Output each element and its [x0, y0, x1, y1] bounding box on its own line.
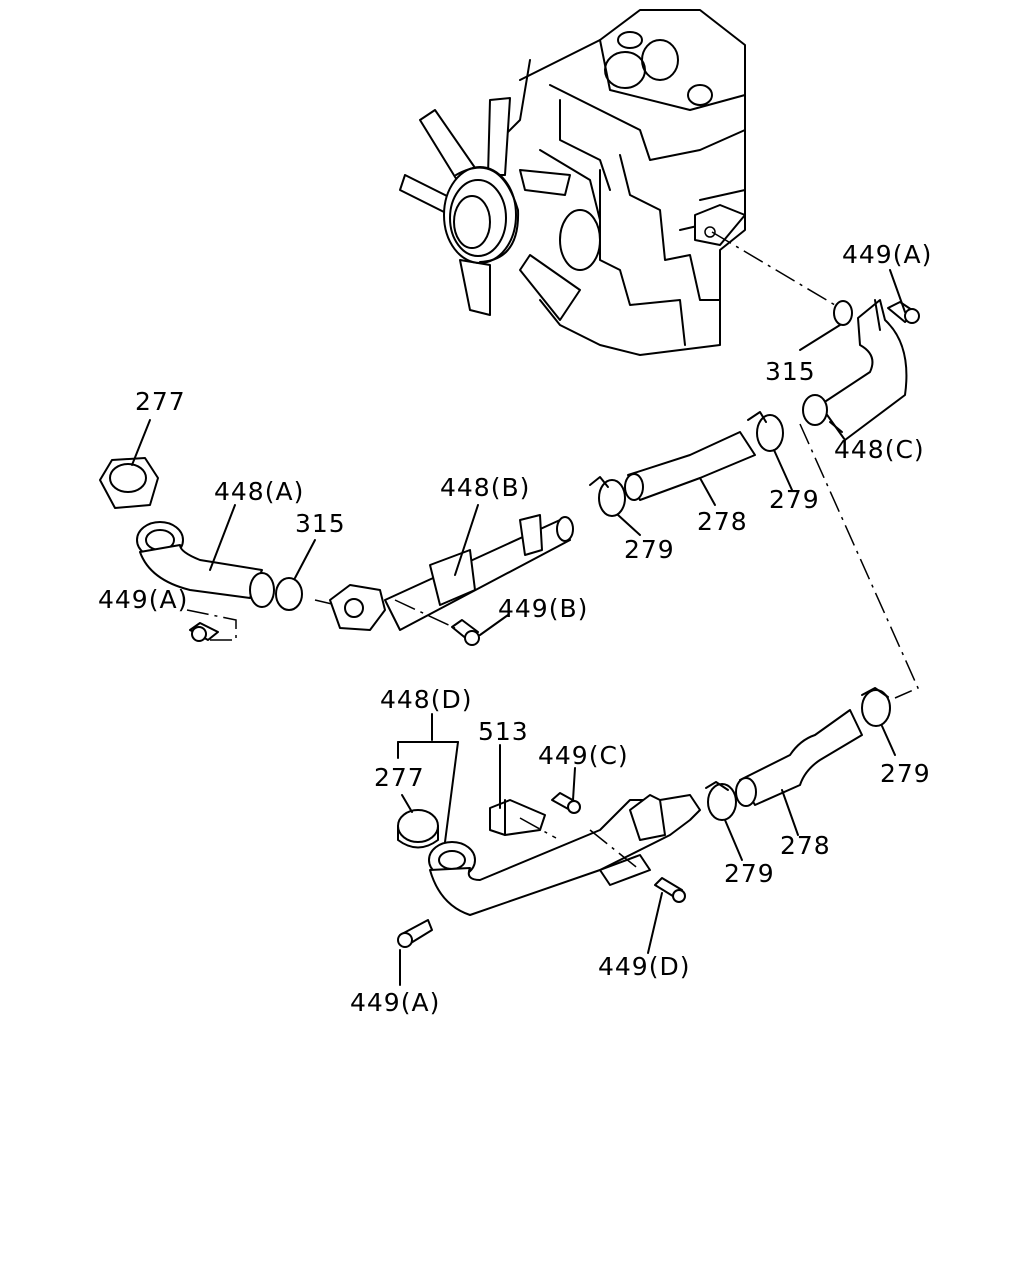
clamp-279-lower-right	[861, 687, 891, 727]
gasket-315-left	[275, 577, 303, 611]
label-279-upper-mid: 279	[624, 535, 675, 564]
label-449a-left: 449(A)	[98, 585, 188, 614]
label-513: 513	[478, 717, 529, 746]
label-448a: 448(A)	[214, 477, 304, 506]
label-449c: 449(C)	[538, 741, 629, 770]
label-315-left: 315	[295, 509, 346, 538]
pipe-448b	[329, 514, 574, 631]
leader-lines	[131, 269, 906, 986]
bolt-449a-upper	[887, 301, 920, 324]
gasket-315-right	[833, 300, 853, 326]
label-279-lower-mid: 279	[724, 859, 775, 888]
label-315-right: 315	[765, 357, 816, 386]
assembly-line-pipe-clamp	[799, 423, 919, 699]
bolt-449a-left	[189, 622, 219, 642]
clamp-279-upper-mid	[589, 476, 626, 517]
bolt-449d	[654, 877, 686, 903]
pipe-448a	[136, 521, 275, 608]
bolt-449c	[551, 792, 581, 814]
pipe-448d	[428, 794, 701, 916]
label-278-lower: 278	[780, 831, 831, 860]
label-278-upper: 278	[697, 507, 748, 536]
bolt-449b	[451, 619, 480, 646]
clamp-279-lower-mid	[705, 781, 737, 821]
clamp-279-upper-right	[747, 411, 784, 452]
pipe-448c	[802, 299, 908, 441]
label-277-lower: 277	[374, 763, 425, 792]
label-448c: 448(C)	[834, 435, 925, 464]
label-449d: 449(D)	[598, 952, 690, 981]
label-449b: 449(B)	[498, 594, 588, 623]
label-277-upper: 277	[135, 387, 186, 416]
bracket-513	[489, 799, 546, 836]
label-449a-bottom: 449(A)	[350, 988, 440, 1017]
assembly-line-pad-gasket	[711, 231, 841, 309]
bolt-449a-bottom	[397, 919, 433, 948]
hose-278-upper	[627, 431, 756, 501]
cap-277-lower	[397, 809, 439, 849]
engine-block	[399, 9, 746, 356]
label-279-upper-right: 279	[769, 485, 820, 514]
label-448b: 448(B)	[440, 473, 530, 502]
hose-278-lower	[739, 709, 863, 806]
label-449a-top: 449(A)	[842, 240, 932, 269]
cap-277-upper	[99, 457, 159, 509]
label-448d: 448(D)	[380, 685, 472, 714]
label-279-lower-right: 279	[880, 759, 931, 788]
